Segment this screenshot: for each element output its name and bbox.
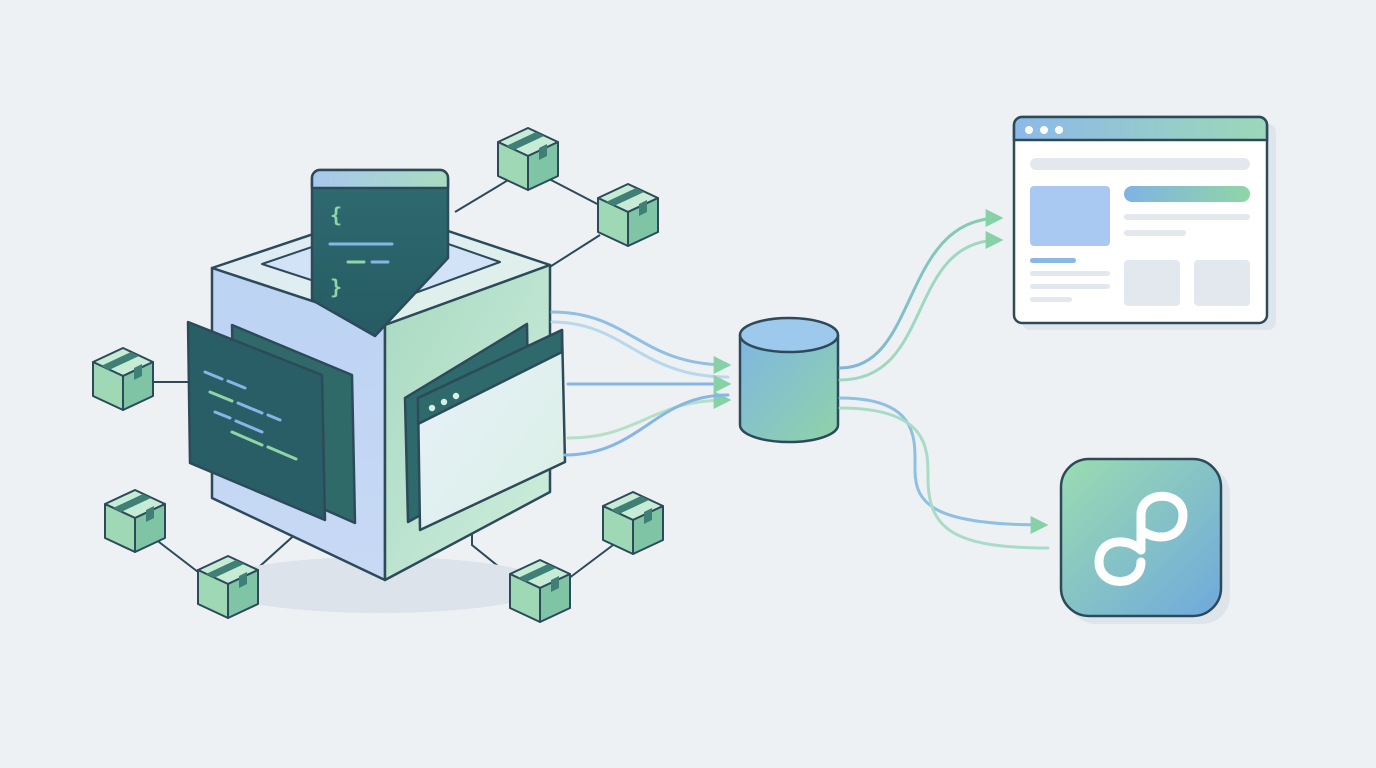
code-open-brace: { xyxy=(330,203,342,227)
image-placeholder xyxy=(1030,186,1110,246)
headline-bar xyxy=(1124,186,1250,202)
mini-program-app-icon xyxy=(1059,457,1230,624)
database-cylinder-icon xyxy=(738,316,840,444)
window-dot-icon xyxy=(1025,126,1033,134)
code-panel-top: { } xyxy=(310,168,450,338)
cube-shadow xyxy=(210,557,550,613)
code-panel-left xyxy=(186,320,357,525)
window-dot-icon xyxy=(1040,126,1048,134)
browser-panel-cube xyxy=(403,322,567,532)
browser-window-icon xyxy=(1012,115,1276,330)
window-dot-icon xyxy=(1055,126,1063,134)
flow-lines-to-database xyxy=(550,310,732,457)
flow-lines-to-outputs xyxy=(838,209,1050,550)
code-close-brace: } xyxy=(330,275,342,299)
